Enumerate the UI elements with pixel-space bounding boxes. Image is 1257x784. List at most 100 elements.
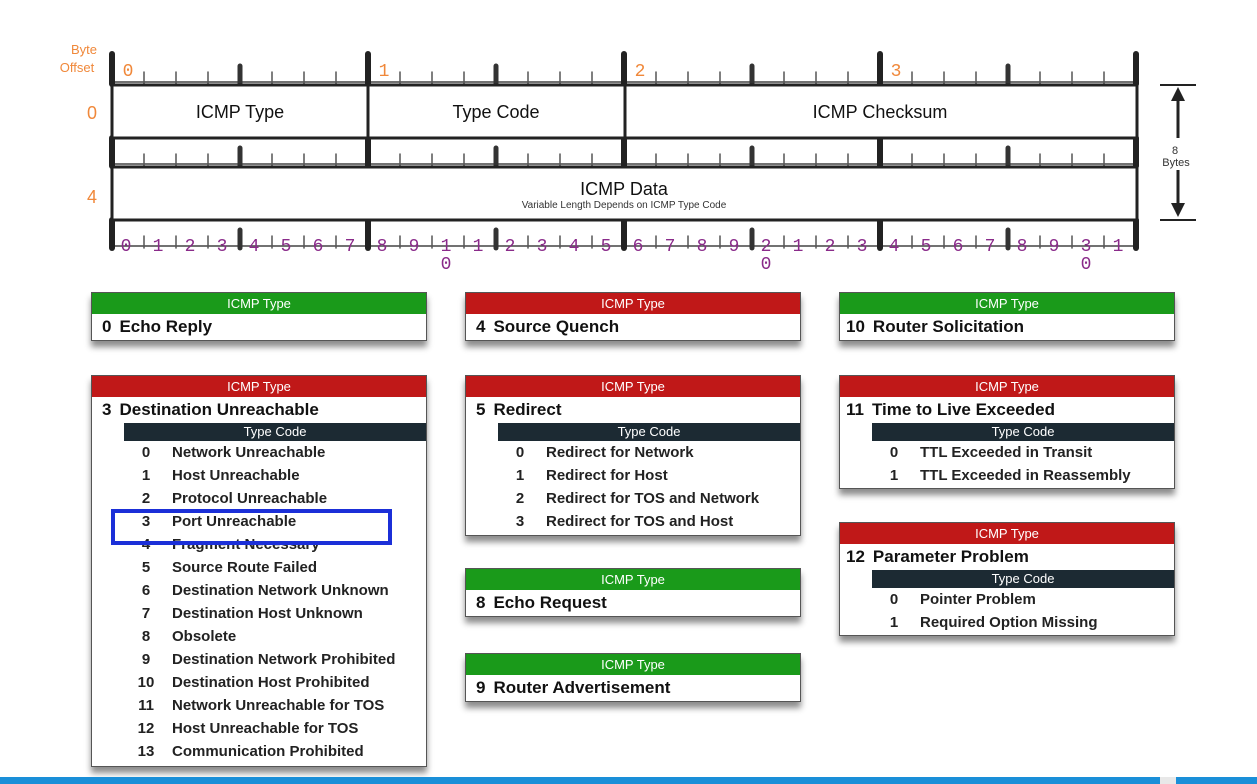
bit-number-label: 1: [441, 237, 452, 257]
type-code-number: 5: [141, 559, 151, 576]
bit-number-label: 4: [889, 237, 900, 257]
type-code-field: [366, 83, 627, 140]
type-code-number: 12: [137, 720, 155, 737]
icmp-type-name: Echo Request: [493, 593, 607, 612]
bottom-bit-ruler: [109, 217, 1139, 251]
bit-number-label: 5: [921, 237, 932, 257]
icmp-type-number: 0: [102, 317, 112, 336]
type-code-number: 2: [141, 490, 151, 507]
type-code-description: Network Unreachable: [172, 444, 326, 461]
bit-number-label: 1: [793, 237, 804, 257]
type-code-number: 2: [515, 490, 525, 507]
type-code-description: Network Unreachable for TOS: [172, 697, 385, 714]
bit-number-label: 8: [377, 237, 388, 257]
byte-offset-label-line2: Offset: [60, 60, 95, 75]
bit-number-label: 2: [761, 237, 772, 257]
icmp-type-number: 3: [102, 400, 112, 419]
type-code-row: 5 Source Route Failed: [92, 556, 426, 579]
icmp-type-banner: ICMP Type: [840, 376, 1174, 397]
size-label-unit: Bytes: [1162, 157, 1190, 169]
type-code-number: 1: [889, 467, 899, 484]
type-code-description: Redirect for TOS and Host: [546, 513, 734, 530]
bit-number-label: 3: [217, 237, 228, 257]
bit-number-label: 9: [409, 237, 420, 257]
icmp-type-banner: ICMP Type: [466, 654, 800, 675]
bit-number-label: 1: [473, 237, 484, 257]
type-code-row: 0 Network Unreachable: [92, 441, 426, 464]
type-code-number: 1: [889, 614, 899, 631]
icmp-type-banner: ICMP Type: [466, 569, 800, 590]
bit-number-label: 4: [569, 237, 580, 257]
icmp-checksum-field: [623, 83, 1139, 140]
bit-number-label-second-digit: 0: [761, 255, 772, 275]
type-code-header: Type Code: [872, 570, 1174, 588]
icmp-type-title: 12 Parameter Problem: [840, 544, 1174, 570]
type-code-field-label: Type Code: [452, 102, 539, 122]
icmp-type-number: 10: [846, 317, 865, 336]
icmp-type-name: Parameter Problem: [872, 547, 1029, 566]
type-code-description: Redirect for Network: [546, 444, 694, 461]
type-code-row: 12 Host Unreachable for TOS: [92, 717, 426, 740]
bit-number-label: 6: [313, 237, 324, 257]
icmp-type-number: 12: [846, 547, 865, 566]
icmp-type-name: Time to Live Exceeded: [871, 400, 1055, 419]
type-code-number: 0: [141, 444, 151, 461]
top-bit-ruler: [109, 51, 1139, 87]
bit-number-label: 3: [857, 237, 868, 257]
type-code-description: Source Route Failed: [172, 559, 318, 576]
icmp-type-number: 4: [476, 317, 486, 336]
icmp-type-banner: ICMP Type: [840, 293, 1174, 314]
bit-number-label: 8: [697, 237, 708, 257]
bit-number-label: 5: [281, 237, 292, 257]
icmp-type-name: Redirect: [493, 400, 562, 419]
type-code-row: 2 Protocol Unreachable: [92, 487, 426, 510]
type-code-description: Host Unreachable for TOS: [172, 720, 359, 737]
icmp-type-banner: ICMP Type: [840, 523, 1174, 544]
bit-number-label: 7: [345, 237, 356, 257]
type-code-description: Host Unreachable: [172, 467, 300, 484]
bit-number-label: 7: [985, 237, 996, 257]
icmp-type-title: 10 Router Solicitation: [840, 314, 1174, 340]
icmp-type-name: Router Solicitation: [872, 317, 1025, 336]
type-code-row: 1 Required Option Missing: [840, 611, 1174, 634]
icmp-type-banner: ICMP Type: [466, 293, 800, 314]
icmp-type-field-label: ICMP Type: [196, 102, 284, 122]
type-code-description: Required Option Missing: [920, 614, 1098, 631]
row-offset-4: 4: [87, 187, 97, 207]
type-code-number: 10: [137, 674, 155, 691]
icmp-data-field: [110, 165, 1139, 222]
icmp-data-field-label: ICMP Data: [580, 179, 669, 199]
type-code-description: Destination Host Prohibited: [172, 674, 370, 691]
icmp-type-number: 11: [846, 400, 864, 419]
port-unreachable-highlight: [111, 509, 392, 545]
type-code-number: 6: [141, 582, 151, 599]
byte-number-label: 2: [635, 62, 646, 82]
type-code-description: Protocol Unreachable: [172, 490, 328, 507]
icmp-type-field: [110, 83, 370, 140]
type-code-number: 1: [141, 467, 151, 484]
bit-number-label: 1: [153, 237, 164, 257]
type-code-number: 0: [515, 444, 525, 461]
